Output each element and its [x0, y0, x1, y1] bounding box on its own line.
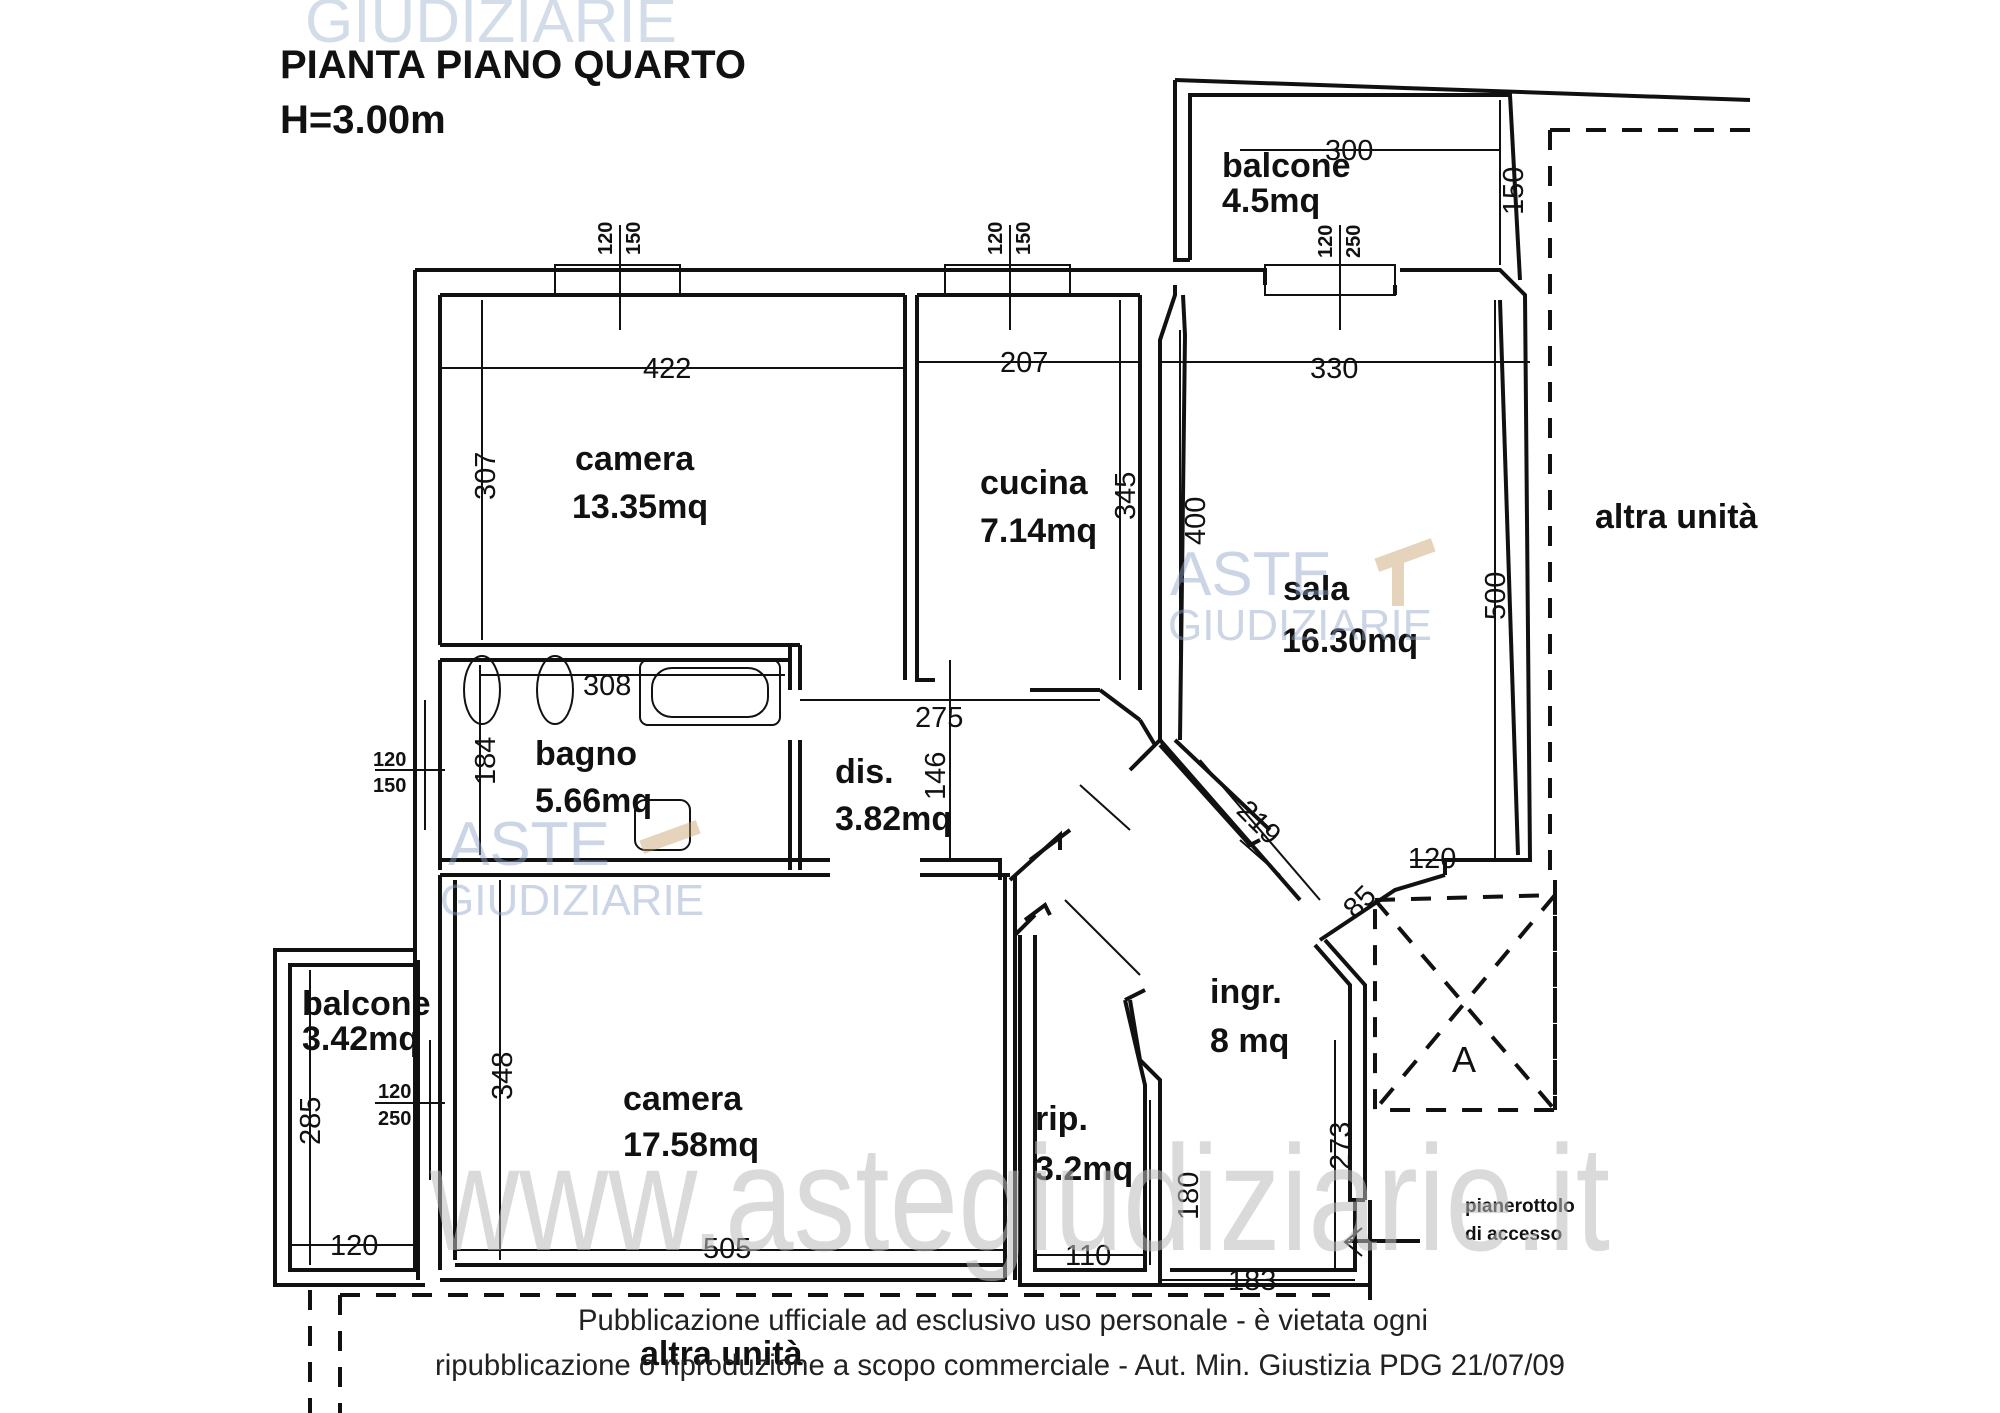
window-4-bottom: 150 [373, 775, 406, 797]
room-sala-name: sala [1283, 570, 1350, 608]
room-balcone-top-name: balcone [1222, 147, 1350, 185]
stair-landing-a: A [1373, 892, 1557, 1112]
bidet-icon [536, 655, 574, 725]
room-camera-1-area: 13.35mq [572, 488, 708, 526]
dim-505: 505 [703, 1233, 751, 1265]
window-4-top: 120 [373, 749, 406, 771]
window-2-bottom: 150 [1013, 222, 1035, 255]
website-watermark: www.astegiudiziarie.it [429, 1114, 1610, 1282]
room-sala-area: 16.30mq [1282, 622, 1418, 660]
doors [1064, 784, 1281, 976]
window-3-top: 120 [1315, 225, 1337, 258]
label-altra-unita-bottom: altra unità [640, 1335, 803, 1373]
bathtub-icon [639, 659, 781, 726]
stair-marker: A [1452, 1039, 1476, 1080]
dim-300: 300 [1325, 135, 1373, 167]
room-rip-name: rip. [1035, 1100, 1088, 1138]
room-camera-1-name: camera [575, 440, 695, 478]
room-camera-2-area: 17.58mq [623, 1126, 759, 1164]
sink-icon [634, 799, 691, 851]
window-1-top: 120 [595, 222, 617, 255]
legal-notice-line1: Pubblicazione ufficiale ad esclusivo uso… [578, 1304, 1428, 1337]
dim-345: 345 [1110, 472, 1142, 520]
room-balcone-top-area: 4.5mq [1222, 182, 1320, 220]
giudiziarie-logo-text-1: GIUDIZIARIE [1168, 601, 1432, 650]
room-dis-name: dis. [835, 753, 894, 791]
dim-183: 183 [1228, 1265, 1276, 1297]
giudiziarie-logo-text-2: GIUDIZIARIE [440, 876, 704, 925]
aste-logo-text-2: ASTE [448, 810, 610, 879]
walls [273, 78, 1751, 1300]
dim-184: 184 [470, 737, 502, 785]
window-2-top: 120 [985, 222, 1007, 255]
dim-150: 150 [1498, 167, 1530, 215]
aste-logo-watermark-2: ASTE GIUDIZIARIE [440, 810, 704, 925]
aste-logo-watermark-1: ASTE GIUDIZIARIE [1168, 538, 1436, 650]
landing-label-line2: di accesso [1465, 1224, 1562, 1245]
landing-label-line1: pianerottolo [1465, 1196, 1575, 1217]
dim-307: 307 [470, 452, 502, 500]
dimension-labels: 422 207 330 300 150 307 345 400 500 308 … [295, 135, 1530, 1297]
room-camera-2-name: camera [623, 1080, 743, 1118]
entrance-arrow-icon [1343, 1227, 1420, 1257]
dim-207: 207 [1000, 347, 1048, 379]
dim-422: 422 [643, 353, 691, 385]
dim-180: 180 [1173, 1172, 1205, 1220]
room-balcone-left-name: balcone [302, 985, 430, 1023]
dim-273: 273 [1325, 1122, 1357, 1170]
dim-348: 348 [487, 1052, 519, 1100]
plan-title: PIANTA PIANO QUARTO [280, 43, 746, 87]
aste-logo-text-1: ASTE [1170, 540, 1332, 609]
window-3-bottom: 250 [1343, 225, 1365, 258]
neighbor-boundaries [308, 128, 1750, 1413]
dim-308: 308 [583, 670, 631, 702]
watermark-brand-top: GIUDIZIARIE [305, 0, 677, 56]
room-ingr-name: ingr. [1210, 973, 1282, 1011]
window-5-top: 120 [378, 1081, 411, 1103]
room-balcone-left-area: 3.42mq [302, 1020, 419, 1058]
room-cucina-area: 7.14mq [980, 512, 1097, 550]
label-altra-unita-right: altra unità [1595, 498, 1758, 536]
room-bagno-area: 5.66mq [535, 782, 652, 820]
room-bagno-name: bagno [535, 735, 637, 773]
dimension-lines [290, 100, 1530, 1281]
dim-146: 146 [920, 752, 952, 800]
dim-330: 330 [1310, 353, 1358, 385]
bathroom-fixtures [463, 655, 781, 851]
window-5-bottom: 250 [378, 1108, 411, 1130]
legal-notice-line2: ripubblicazione o riproduzione a scopo c… [435, 1349, 1565, 1382]
dim-120-balcone: 120 [330, 1230, 378, 1262]
dim-110: 110 [1065, 1240, 1111, 1272]
dim-275: 275 [915, 702, 963, 734]
room-dis-area: 3.82mq [835, 800, 952, 838]
dim-400: 400 [1180, 497, 1212, 545]
dim-500: 500 [1480, 572, 1512, 620]
window-annotations: 120 150 120 150 120 250 120 150 120 250 [373, 222, 1365, 1130]
room-ingr-area: 8 mq [1210, 1022, 1289, 1060]
plan-height: H=3.00m [280, 98, 446, 142]
dim-285: 285 [295, 1097, 327, 1145]
toilet-icon [463, 655, 501, 725]
room-cucina-name: cucina [980, 464, 1089, 502]
room-rip-area: 3.2mq [1035, 1150, 1133, 1188]
window-1-bottom: 150 [623, 222, 645, 255]
dim-120-sala: 120 [1408, 843, 1456, 875]
